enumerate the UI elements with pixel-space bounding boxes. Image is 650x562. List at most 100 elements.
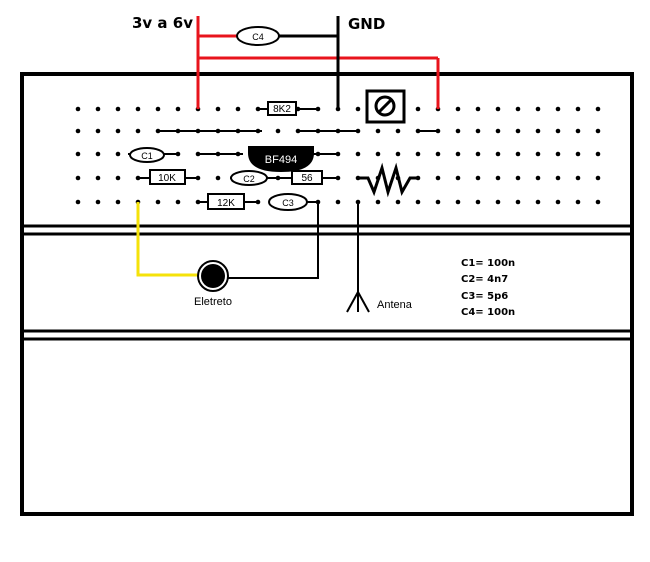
breadboard-hole	[395, 151, 401, 157]
breadboard-hole	[375, 199, 381, 205]
breadboard-hole	[595, 199, 601, 205]
supply-voltage-label: 3v a 6v	[132, 14, 193, 32]
microphone-wire	[136, 202, 198, 277]
capacitor-c1: C1	[128, 147, 178, 163]
breadboard-hole	[595, 175, 601, 181]
breadboard-hole	[75, 199, 81, 205]
breadboard-hole	[455, 151, 461, 157]
breadboard-hole	[435, 151, 441, 157]
breadboard-hole	[95, 128, 101, 134]
capacitor-label: C3	[282, 198, 294, 208]
breadboard-hole	[495, 151, 501, 157]
breadboard-hole	[375, 151, 381, 157]
breadboard-hole	[275, 128, 281, 134]
breadboard-hole	[455, 128, 461, 134]
resistor-56: 56	[278, 170, 338, 185]
breadboard-hole	[515, 151, 521, 157]
breadboard-hole	[395, 199, 401, 205]
breadboard-hole	[515, 106, 521, 112]
microphone-label: Eletreto	[194, 296, 232, 308]
breadboard-hole	[395, 128, 401, 134]
capacitor-body	[129, 147, 165, 163]
breadboard-hole	[75, 175, 81, 181]
breadboard-hole	[535, 106, 541, 112]
trimmer-slot	[377, 98, 393, 114]
breadboard-hole	[495, 199, 501, 205]
trimmer-potentiometer	[365, 89, 406, 124]
breadboard-hole	[295, 128, 301, 134]
breadboard-hole	[555, 128, 561, 134]
jumper-wires	[157, 130, 438, 155]
capacitor-body	[236, 26, 280, 46]
breadboard-hole	[115, 106, 121, 112]
capacitor-label: C1	[141, 151, 153, 161]
antenna-icon	[357, 291, 370, 313]
breadboard-hole	[175, 199, 181, 205]
resistor-label: 8K2	[273, 104, 291, 115]
breadboard-hole	[555, 151, 561, 157]
breadboard-hole	[355, 151, 361, 157]
breadboard-hole	[235, 106, 241, 112]
legend-item: C1= 100n	[461, 258, 515, 269]
breadboard-hole	[75, 106, 81, 112]
breadboard-hole	[155, 199, 161, 205]
breadboard-hole	[355, 106, 361, 112]
capacitor-body	[268, 193, 308, 211]
resistor-label: 12K	[217, 198, 235, 209]
breadboard-hole	[475, 106, 481, 112]
capacitor-c3: C3	[268, 193, 318, 211]
ground-label: GND	[348, 15, 385, 33]
breadboard-hole	[555, 106, 561, 112]
legend-item: C2= 4n7	[461, 274, 508, 285]
antenna: Antena	[346, 201, 413, 313]
resistor-10k: 10K	[138, 169, 198, 185]
breadboard-hole	[575, 199, 581, 205]
breadboard-hole	[495, 128, 501, 134]
breadboard-hole	[95, 151, 101, 157]
resistor-body	[207, 193, 245, 210]
breadboard	[20, 72, 634, 516]
microphone-icon	[201, 264, 225, 288]
breadboard-hole	[575, 175, 581, 181]
breadboard-hole	[595, 151, 601, 157]
transistor-body	[248, 146, 314, 172]
breadboard-hole	[115, 151, 121, 157]
breadboard-hole	[335, 199, 341, 205]
breadboard-hole	[115, 128, 121, 134]
resistor-body	[149, 169, 186, 185]
antenna-icon	[346, 291, 359, 313]
breadboard-hole	[455, 106, 461, 112]
component-legend: C1= 100n C2= 4n7 C3= 5p6 C4= 100n	[461, 258, 515, 318]
breadboard-hole	[595, 128, 601, 134]
resistor-12k: 12K	[198, 193, 258, 210]
breadboard-hole	[535, 128, 541, 134]
breadboard-hole	[535, 151, 541, 157]
breadboard-hole	[515, 199, 521, 205]
breadboard-hole	[95, 106, 101, 112]
transistor-label: BF494	[265, 154, 297, 166]
resistor-body	[267, 101, 297, 116]
capacitor-label: C2	[243, 174, 255, 184]
breadboard-hole	[175, 106, 181, 112]
microphone-wiring	[136, 202, 319, 279]
breadboard-hole	[535, 199, 541, 205]
microphone-return-wire	[228, 202, 319, 279]
breadboard-hole	[115, 175, 121, 181]
breadboard-hole	[575, 151, 581, 157]
breadboard-hole	[575, 106, 581, 112]
breadboard-hole	[375, 128, 381, 134]
breadboard-hole	[75, 151, 81, 157]
capacitor-body	[230, 170, 268, 186]
capacitor-c2: C2	[230, 170, 278, 186]
resistor-8k2: 8K2	[258, 101, 318, 116]
breadboard-hole	[475, 175, 481, 181]
capacitor-label: C4	[252, 32, 264, 42]
inductor-coil	[358, 162, 417, 198]
breadboard-hole	[95, 199, 101, 205]
ground-wires	[278, 16, 340, 109]
breadboard-hole	[475, 151, 481, 157]
breadboard-hole	[595, 106, 601, 112]
breadboard-hole	[415, 199, 421, 205]
supply-wires	[196, 16, 440, 109]
